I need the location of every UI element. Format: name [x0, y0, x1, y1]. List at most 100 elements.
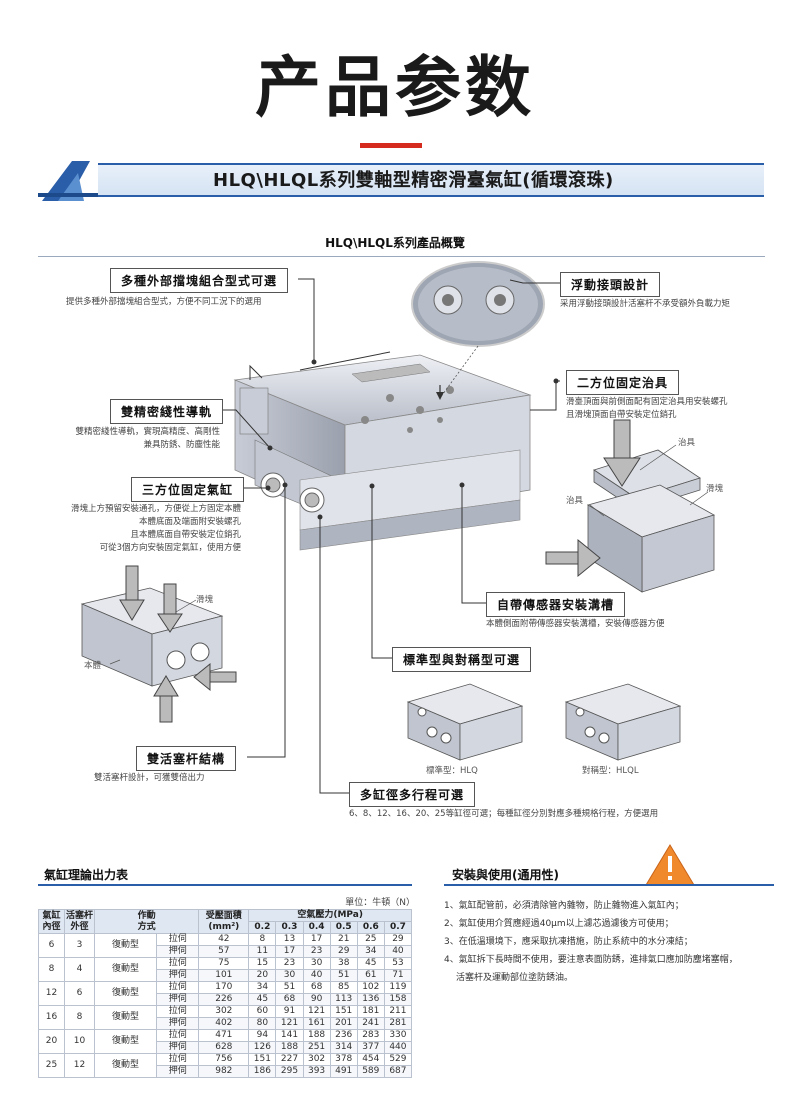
cell-force: 40: [302, 969, 331, 982]
warning-icon: [645, 844, 695, 886]
cell-force: 15: [248, 957, 277, 970]
cell-force: 330: [383, 1029, 413, 1042]
float-joint-magnifier: [411, 261, 545, 400]
cell-bore: 20: [38, 1029, 65, 1054]
desc-two-way-jig-1: 滑臺頂面與前側面配有固定治具用安裝螺孔: [566, 397, 728, 407]
cell-force: 23: [302, 945, 331, 958]
standard-model-drawing: [406, 683, 524, 761]
cell-force: 236: [329, 1029, 358, 1042]
desc-linear-guide-2: 兼具防銹、防塵性能: [143, 440, 220, 450]
cell-force: 25: [356, 933, 385, 946]
cell-area: 170: [198, 981, 250, 994]
cell-force: 589: [356, 1065, 385, 1078]
cell-force: 440: [383, 1041, 413, 1054]
cell-area: 57: [198, 945, 250, 958]
cell-force: 188: [302, 1029, 331, 1042]
cell-mode: 復動型: [93, 981, 158, 1006]
cell-force: 29: [329, 945, 358, 958]
cell-force: 181: [356, 1005, 385, 1018]
cell-force: 121: [302, 1005, 331, 1018]
cell-area: 402: [198, 1017, 250, 1030]
cell-force: 113: [329, 993, 358, 1006]
cell-force: 34: [248, 981, 277, 994]
cell-rod: 6: [64, 981, 95, 1006]
cell-bore: 6: [38, 933, 65, 958]
cell-force: 17: [275, 945, 304, 958]
cell-area: 982: [198, 1065, 250, 1078]
cell-mode: 復動型: [93, 957, 158, 982]
desc-three-way-mount-1: 滑塊上方預留安裝通孔，方便從上方固定本體: [70, 504, 241, 514]
cell-force: 119: [383, 981, 413, 994]
cell-direction: 押伺: [156, 993, 200, 1006]
label-symmetric-model: 對稱型：HLQL: [582, 766, 639, 776]
label-slider-left: 滑塊: [196, 595, 214, 605]
page-title: 产品参数: [255, 49, 535, 126]
th-pressure-value: 0.3: [275, 921, 304, 934]
cell-mode: 復動型: [93, 1053, 158, 1078]
cell-force: 71: [383, 969, 413, 982]
cell-direction: 拉伺: [156, 957, 200, 970]
cell-rod: 12: [64, 1053, 95, 1078]
cell-force: 21: [329, 933, 358, 946]
cell-area: 302: [198, 1005, 250, 1018]
cell-force: 158: [383, 993, 413, 1006]
callout-sensor-groove: 自帶傳感器安裝溝槽: [486, 592, 626, 617]
cell-force: 151: [329, 1005, 358, 1018]
th-bore: 氣缸內徑: [38, 909, 65, 934]
cell-force: 201: [329, 1017, 358, 1030]
callout-float-joint: 浮動接頭設計: [560, 272, 661, 297]
cell-mode: 復動型: [93, 933, 158, 958]
th-pressure: 空氣壓力(MPa): [248, 909, 412, 922]
cell-force: 34: [356, 945, 385, 958]
cell-force: 251: [302, 1041, 331, 1054]
cell-force: 17: [302, 933, 331, 946]
cell-force: 68: [302, 981, 331, 994]
safety-rule: [444, 884, 774, 886]
cell-force: 141: [275, 1029, 304, 1042]
th-pressure-value: 0.2: [248, 921, 277, 934]
callout-two-way-jig: 二方位固定治具: [566, 370, 680, 395]
force-table-unit: 單位：牛頓（N）: [345, 898, 415, 908]
cell-mode: 復動型: [93, 1029, 158, 1054]
cell-force: 454: [356, 1053, 385, 1066]
th-area: 受壓面積(mm²): [198, 909, 250, 934]
callout-double-piston: 雙活塞杆結構: [136, 746, 237, 771]
cell-force: 91: [275, 1005, 304, 1018]
cell-force: 51: [275, 981, 304, 994]
title-underline: [360, 143, 422, 148]
label-jig-left: 治具: [566, 496, 584, 506]
safety-item-2: 2、氣缸使用介質應經過40μm以上濾芯過濾後方可使用；: [444, 919, 674, 929]
th-rod: 活塞杆外徑: [64, 909, 95, 934]
cell-direction: 押伺: [156, 1065, 200, 1078]
overview-divider: [38, 256, 765, 257]
desc-three-way-mount-4: 可從3個方向安裝固定氣缸，使用方便: [99, 543, 241, 553]
cell-force: 281: [383, 1017, 413, 1030]
cell-mode: 復動型: [93, 1005, 158, 1030]
cell-force: 393: [302, 1065, 331, 1078]
series-banner: HLQ\HLQL系列雙軸型精密滑臺氣缸(循環滾珠): [38, 157, 765, 203]
th-pressure-value: 0.5: [329, 921, 358, 934]
cell-direction: 拉伺: [156, 1029, 200, 1042]
brand-logo-icon: [38, 161, 98, 201]
th-mode: 作動方式: [93, 909, 200, 934]
cell-force: 188: [275, 1041, 304, 1054]
force-table-title: 氣缸理論出力表: [44, 868, 129, 882]
cell-force: 186: [248, 1065, 277, 1078]
cell-force: 136: [356, 993, 385, 1006]
desc-three-way-mount-3: 且本體底面自帶安裝定位銷孔: [130, 530, 241, 540]
th-pressure-value: 0.4: [302, 921, 331, 934]
cell-area: 628: [198, 1041, 250, 1054]
cell-area: 75: [198, 957, 250, 970]
cell-bore: 8: [38, 957, 65, 982]
callout-block-combination: 多種外部擋塊組合型式可選: [110, 268, 289, 293]
cell-force: 126: [248, 1041, 277, 1054]
safety-item-3: 3、在低溫環境下，應采取抗凍措施，防止系統中的水分凍結；: [444, 937, 693, 947]
